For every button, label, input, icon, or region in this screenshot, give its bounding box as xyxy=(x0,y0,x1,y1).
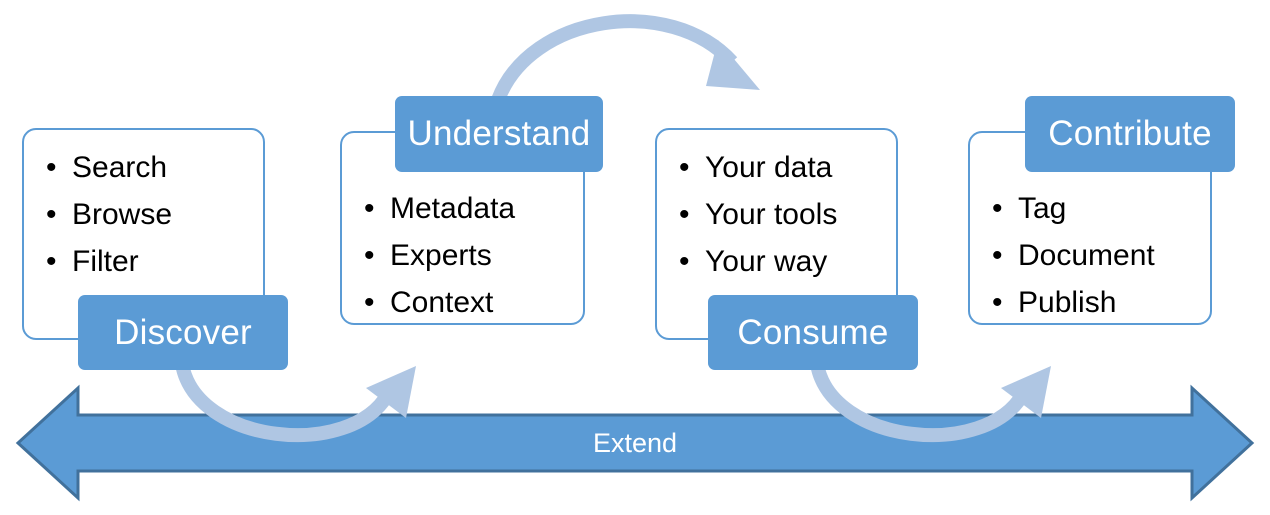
list-item: Metadata xyxy=(360,185,583,232)
list-item: Your way xyxy=(675,238,896,285)
list-item: Your tools xyxy=(675,191,896,238)
list-item: Publish xyxy=(988,279,1210,326)
list-item: Filter xyxy=(42,238,263,285)
stage-label-contribute[interactable]: Contribute xyxy=(1025,96,1235,172)
list-item: Experts xyxy=(360,232,583,279)
list-item: Your data xyxy=(675,144,896,191)
list-item: Document xyxy=(988,232,1210,279)
extend-double-arrow-icon[interactable] xyxy=(0,380,1270,505)
bullet-list-contribute: Tag Document Publish xyxy=(970,133,1210,326)
stage-label-discover[interactable]: Discover xyxy=(78,295,288,370)
bullet-list-consume: Your data Your tools Your way xyxy=(657,130,896,285)
stage-label-understand[interactable]: Understand xyxy=(395,96,603,172)
list-item: Browse xyxy=(42,191,263,238)
list-item: Tag xyxy=(988,185,1210,232)
bullet-list-discover: Search Browse Filter xyxy=(24,130,263,285)
list-item: Search xyxy=(42,144,263,191)
list-item: Context xyxy=(360,279,583,326)
bullet-list-understand: Metadata Experts Context xyxy=(342,133,583,326)
stage-label-consume[interactable]: Consume xyxy=(708,295,918,370)
curved-arrow-understand-to-consume xyxy=(491,14,760,103)
